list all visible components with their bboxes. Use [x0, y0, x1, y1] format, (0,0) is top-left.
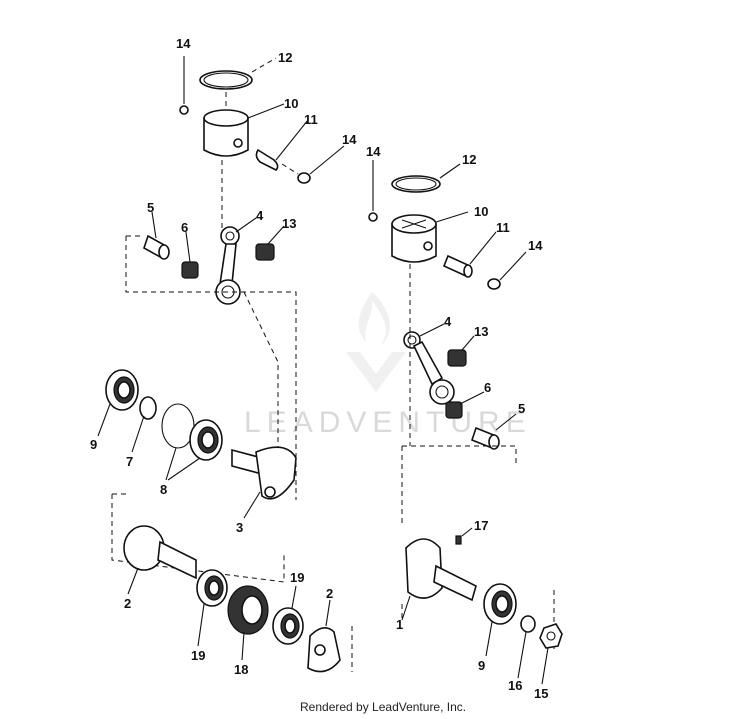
piston-pin — [255, 119, 309, 171]
crankshaft-half-upper — [231, 446, 297, 519]
callout-right-13: 13 — [474, 324, 488, 339]
connecting-rod-right — [403, 323, 455, 405]
callout-left-10: 10 — [284, 96, 298, 111]
piston-pin-right — [442, 231, 497, 278]
callout-left-8: 8 — [160, 482, 167, 497]
callout-right-1: 1 — [396, 617, 403, 632]
callout-left-2b: 2 — [326, 586, 333, 601]
main-bearing-left — [97, 369, 139, 437]
main-bearing-19a — [196, 569, 228, 647]
piston-pin-clip-right-b — [487, 251, 527, 290]
needle-bearing-upper — [255, 225, 285, 261]
crankshaft-half-lower — [123, 525, 197, 595]
needle-bearing-right-upper — [447, 335, 475, 367]
callout-left-2a: 2 — [124, 596, 131, 611]
bearing-and-snap-ring — [161, 403, 223, 481]
callout-right-11: 11 — [496, 220, 510, 235]
main-bearing-19b — [272, 585, 304, 645]
washer — [517, 615, 536, 679]
callout-left-18: 18 — [234, 662, 248, 677]
callout-left-3: 3 — [236, 520, 243, 535]
callout-left-5: 5 — [147, 200, 154, 215]
piston-ring — [199, 57, 277, 90]
footer-credit: Rendered by LeadVenture, Inc. — [300, 700, 467, 714]
right-assembly — [368, 160, 563, 685]
drive-gear — [227, 585, 269, 661]
crank-pin — [143, 211, 170, 260]
callout-right-5: 5 — [518, 401, 525, 416]
callout-left-12: 12 — [278, 50, 292, 65]
callout-labels: 14 12 10 11 14 5 6 4 13 9 7 8 3 2 19 18 … — [90, 36, 548, 701]
piston-pin-clip — [179, 56, 189, 115]
crankshaft-half-right — [307, 599, 341, 673]
piston-ring-right — [391, 163, 461, 193]
callout-left-6: 6 — [181, 220, 188, 235]
callout-left-7: 7 — [126, 454, 133, 469]
callout-right-10: 10 — [474, 204, 488, 219]
piston-pin-clip-right-a — [368, 160, 378, 222]
callout-left-14a: 14 — [176, 36, 191, 51]
needle-bearing-right-lower — [445, 391, 485, 419]
callout-left-19a: 19 — [290, 570, 304, 585]
connecting-rod — [215, 217, 257, 305]
crankshaft-half-right-main — [401, 538, 477, 621]
piston-right — [391, 211, 469, 334]
callout-right-17: 17 — [474, 518, 488, 533]
callout-left-9: 9 — [90, 437, 97, 452]
callout-left-14b: 14 — [342, 132, 357, 147]
crank-pin-right — [471, 413, 517, 450]
callout-right-9: 9 — [478, 658, 485, 673]
main-bearing-right — [483, 583, 517, 657]
callout-left-13: 13 — [282, 216, 296, 231]
callout-right-14b: 14 — [528, 238, 543, 253]
callout-right-4: 4 — [444, 314, 452, 329]
left-assembly — [97, 56, 353, 673]
callout-left-4: 4 — [256, 208, 264, 223]
piston — [203, 92, 285, 230]
callout-right-16: 16 — [508, 678, 522, 693]
callout-right-14a: 14 — [366, 144, 381, 159]
callout-right-6: 6 — [484, 380, 491, 395]
piston-pin-clip-right — [281, 145, 345, 184]
needle-bearing-lower — [181, 231, 199, 279]
seal-ring — [131, 396, 157, 453]
callout-right-15: 15 — [534, 686, 548, 701]
key — [455, 527, 473, 545]
nut — [539, 623, 563, 685]
watermark-logo — [346, 292, 406, 392]
callout-right-12: 12 — [462, 152, 476, 167]
callout-left-11: 11 — [304, 112, 318, 127]
callout-left-19b: 19 — [191, 648, 205, 663]
